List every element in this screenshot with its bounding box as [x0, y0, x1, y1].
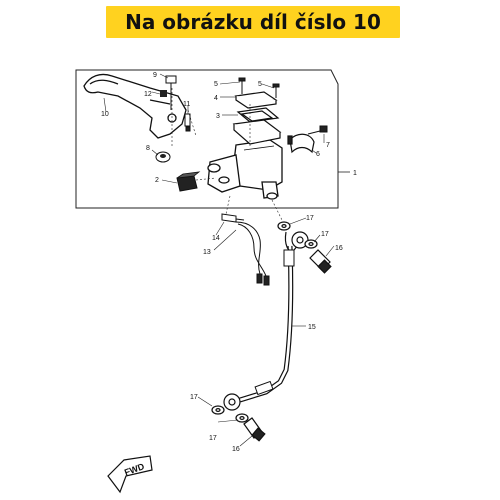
label-part-11: 11 [183, 101, 190, 108]
sealing-washers [211, 221, 318, 423]
label-part-17-a: 17 [306, 215, 314, 222]
label-part-4: 4 [214, 95, 218, 102]
label-part-12: 12 [144, 91, 152, 98]
label-part-14: 14 [212, 235, 220, 242]
label-part-3: 3 [216, 113, 220, 120]
push-rod-pin [184, 113, 191, 132]
label-part-16-b: 16 [232, 446, 240, 453]
part-labels: 10 9 12 11 8 2 5 4 3 5 6 7 1 14 13 17 17… [101, 72, 357, 453]
guide-lines [171, 88, 285, 225]
lock-nut [160, 90, 167, 97]
switch-wires [235, 221, 270, 286]
master-cylinder [207, 139, 283, 200]
label-part-7: 7 [326, 142, 330, 149]
label-part-8: 8 [146, 145, 150, 152]
union-bolts [243, 249, 332, 442]
label-part-17-c: 17 [190, 394, 198, 401]
rubber-block [176, 171, 201, 192]
brake-switch [221, 213, 245, 223]
label-part-5-right: 5 [258, 81, 262, 88]
label-part-15: 15 [308, 324, 316, 331]
label-part-6: 6 [316, 151, 320, 158]
bracket-clamp [287, 133, 315, 154]
label-part-17-d: 17 [209, 435, 217, 442]
label-part-13: 13 [203, 249, 211, 256]
brake-hose [239, 231, 303, 403]
reservoir-cap [232, 91, 282, 145]
pivot-bolt [165, 75, 177, 110]
cap-screws [238, 77, 280, 98]
label-part-1: 1 [353, 170, 357, 177]
label-part-5-left: 5 [214, 81, 218, 88]
label-part-16-a: 16 [335, 245, 343, 252]
banjo-fittings [223, 231, 309, 411]
banner-title: Na obrázku díl číslo 10 [125, 10, 381, 34]
label-part-9: 9 [153, 72, 157, 79]
brake-lever [83, 73, 187, 139]
leader-lines [103, 73, 335, 447]
banner: Na obrázku díl číslo 10 [106, 6, 400, 38]
fwd-arrow-icon: FWD [107, 455, 153, 494]
label-part-10: 10 [101, 111, 109, 118]
label-part-2: 2 [155, 177, 159, 184]
lever-nut [155, 151, 171, 163]
clamp-bolt [307, 125, 328, 135]
label-part-17-b: 17 [321, 231, 329, 238]
assembly-frame [75, 69, 339, 209]
